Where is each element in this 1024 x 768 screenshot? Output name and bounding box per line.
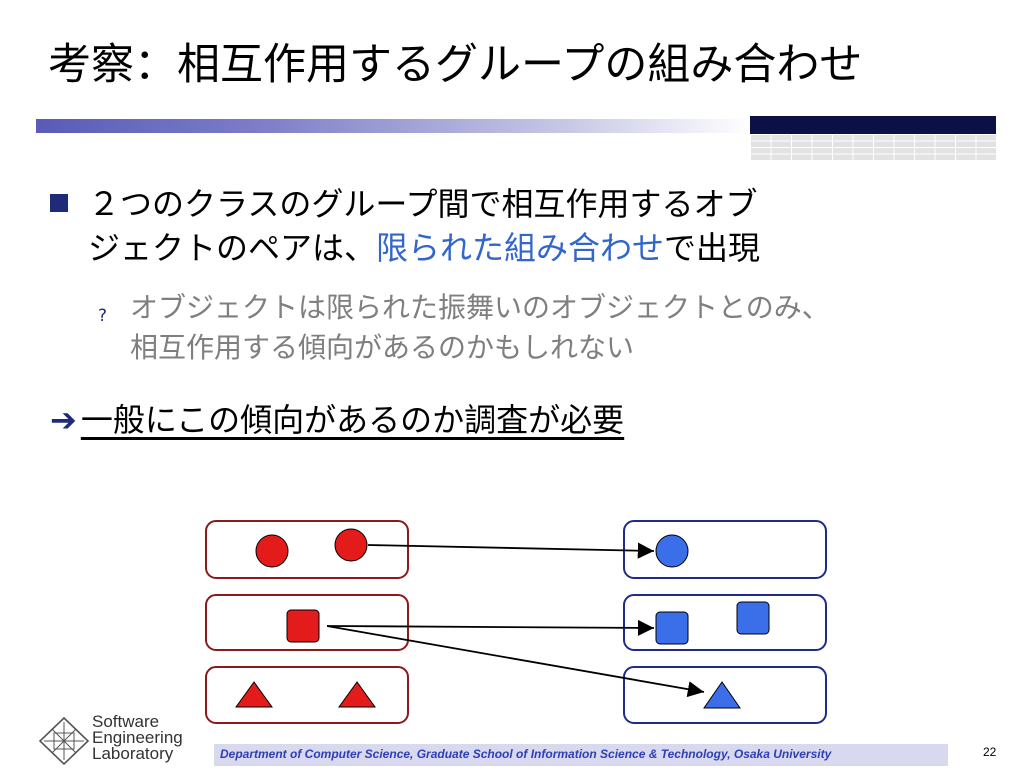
red-circle-object-1 — [255, 534, 289, 568]
title-gradient-band — [36, 119, 750, 133]
blue-circle-object — [655, 534, 689, 568]
bullet-1-line1: ２つのクラスのグループ間で相互作用するオブ — [88, 185, 758, 223]
bullet-3-text: 一般にこの傾向があるのか調査が必要 — [80, 401, 625, 439]
blue-square-object-1 — [655, 611, 689, 645]
bullet-2-line1: オブジェクトは限られた振舞いのオブジェクトとのみ、 — [130, 291, 830, 324]
blue-triangle-object — [703, 681, 741, 709]
bullet-2-text: オブジェクトは限られた振舞いのオブジェクトとのみ、相互作用する傾向があるのかもし… — [130, 288, 1018, 368]
slide-title: 考察：相互作用するグループの組み合わせ — [48, 40, 863, 90]
title-dark-band — [750, 116, 996, 134]
logo-line-2: Engineering — [92, 728, 183, 747]
footer-department: Department of Computer Science, Graduate… — [220, 747, 832, 761]
interaction-arrow-triangle — [326, 625, 705, 698]
logo-line-3: Laboratory — [92, 744, 174, 763]
red-triangle-object-1 — [235, 681, 273, 708]
bullet-1-line2-pre: ジェクトのペアは、 — [88, 229, 377, 267]
red-circle-object-2 — [334, 528, 368, 562]
red-triangle-object-2 — [338, 681, 376, 708]
bullet-1: ２つのクラスのグループ間で相互作用するオブジェクトのペアは、限られた組み合わせで… — [50, 182, 1000, 270]
interaction-arrow-square — [326, 619, 655, 637]
left-group-triangles — [205, 666, 409, 724]
title-grid-pattern — [750, 134, 996, 160]
lab-logo: Software Engineering Laboratory — [36, 712, 236, 768]
bullet-3: ➔一般にこの傾向があるのか調査が必要 — [50, 398, 624, 442]
bullet-1-highlight: 限られた組み合わせ — [376, 229, 665, 267]
sub-bullet-marker: ? — [98, 306, 108, 326]
blue-square-object-2 — [736, 601, 770, 635]
arrow-right-icon: ➔ — [50, 401, 77, 439]
bullet-2-line2: 相互作用する傾向があるのかもしれない — [130, 331, 635, 364]
bullet-1-line2-post: で出現 — [664, 229, 761, 267]
right-group-circles — [623, 520, 827, 579]
left-group-circles — [205, 520, 409, 579]
page-number: 22 — [983, 745, 997, 759]
bullet-square-icon — [50, 194, 68, 212]
right-group-squares — [623, 594, 827, 651]
red-square-object — [286, 609, 320, 643]
lab-logo-text: Software Engineering Laboratory — [92, 712, 183, 763]
logo-line-1: Software — [92, 712, 160, 731]
bullet-1-text: ２つのクラスのグループ間で相互作用するオブジェクトのペアは、限られた組み合わせで… — [88, 182, 1000, 270]
lab-logo-icon — [38, 716, 90, 766]
bullet-2: ? オブジェクトは限られた振舞いのオブジェクトとのみ、相互作用する傾向があるのか… — [98, 288, 1018, 368]
interaction-arrow-circle — [367, 542, 655, 559]
footer-bar: Department of Computer Science, Graduate… — [214, 744, 948, 766]
